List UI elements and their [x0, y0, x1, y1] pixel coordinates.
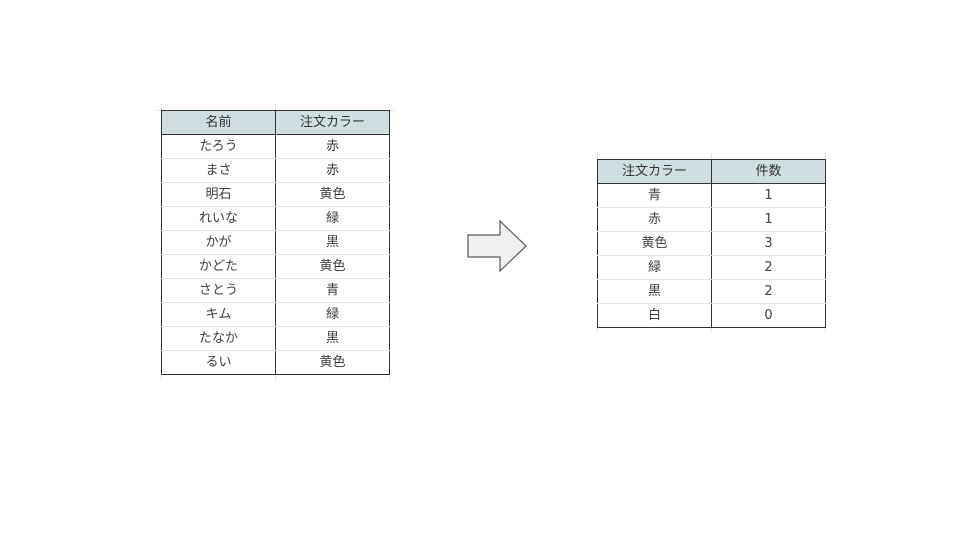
cell-order-color[interactable]: 赤: [275, 134, 390, 159]
table-row: キム緑: [161, 302, 390, 327]
cell-order-color[interactable]: 黒: [275, 326, 390, 351]
cell-count[interactable]: 1: [711, 207, 826, 232]
cell-count[interactable]: 2: [711, 255, 826, 280]
cell-order-color[interactable]: 黄色: [275, 254, 390, 279]
header-count[interactable]: 件数: [711, 159, 826, 184]
cell-order-color[interactable]: 緑: [275, 206, 390, 231]
gridline: [389, 104, 390, 382]
table-row: かが黒: [161, 230, 390, 255]
cell-name[interactable]: たろう: [161, 134, 276, 159]
cell-count[interactable]: 1: [711, 183, 826, 208]
cell-order-color[interactable]: 黄色: [597, 231, 712, 256]
table-row: たなか黒: [161, 326, 390, 351]
table-row: まさ赤: [161, 158, 390, 183]
table-row: たろう赤: [161, 134, 390, 159]
cell-name[interactable]: キム: [161, 302, 276, 327]
cell-order-color[interactable]: 青: [275, 278, 390, 303]
cell-order-color[interactable]: 緑: [597, 255, 712, 280]
table-row: 明石黄色: [161, 182, 390, 207]
cell-name[interactable]: れいな: [161, 206, 276, 231]
source-orders-table: 名前 注文カラー たろう赤まさ赤明石黄色れいな緑かが黒かどた黄色さとう青キム緑た…: [161, 110, 390, 375]
header-order-color[interactable]: 注文カラー: [597, 159, 712, 184]
cell-order-color[interactable]: 黒: [275, 230, 390, 255]
cell-name[interactable]: たなか: [161, 326, 276, 351]
header-order-color[interactable]: 注文カラー: [275, 110, 390, 135]
cell-order-color[interactable]: 白: [597, 303, 712, 328]
cell-order-color[interactable]: 黄色: [275, 350, 390, 375]
cell-name[interactable]: るい: [161, 350, 276, 375]
table-row: かどた黄色: [161, 254, 390, 279]
cell-name[interactable]: 明石: [161, 182, 276, 207]
cell-name[interactable]: さとう: [161, 278, 276, 303]
cell-order-color[interactable]: 赤: [597, 207, 712, 232]
cell-order-color[interactable]: 青: [597, 183, 712, 208]
table-row: さとう青: [161, 278, 390, 303]
cell-name[interactable]: かどた: [161, 254, 276, 279]
cell-count[interactable]: 0: [711, 303, 826, 328]
header-row: 名前 注文カラー: [161, 110, 390, 135]
cell-count[interactable]: 2: [711, 279, 826, 304]
cell-count[interactable]: 3: [711, 231, 826, 256]
cell-order-color[interactable]: 緑: [275, 302, 390, 327]
table-row: れいな緑: [161, 206, 390, 231]
cell-order-color[interactable]: 黒: [597, 279, 712, 304]
cell-order-color[interactable]: 黄色: [275, 182, 390, 207]
arrow-shape: [467, 220, 527, 273]
header-name[interactable]: 名前: [161, 110, 276, 135]
right-arrow-icon: [467, 220, 527, 273]
header-row: 注文カラー 件数: [597, 159, 826, 184]
table-row: るい黄色: [161, 350, 390, 375]
cell-name[interactable]: かが: [161, 230, 276, 255]
cell-order-color[interactable]: 赤: [275, 158, 390, 183]
cell-name[interactable]: まさ: [161, 158, 276, 183]
gridline: [825, 153, 826, 333]
